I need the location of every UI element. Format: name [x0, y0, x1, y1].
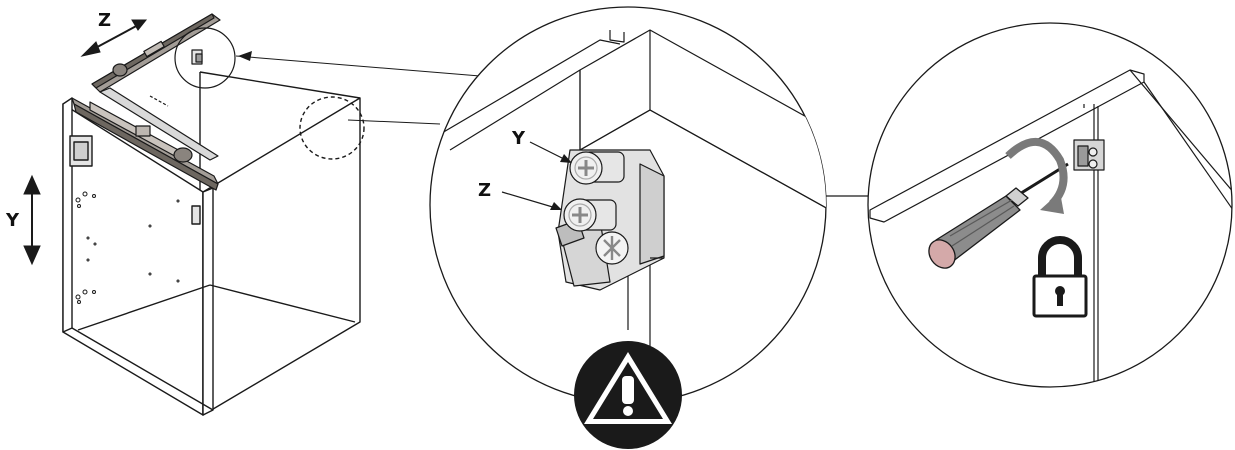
screw-y-leader [529, 141, 567, 161]
screw-z-arrowhead [550, 202, 562, 210]
zoom-arrow-head [238, 51, 252, 61]
right-bracket [191, 205, 201, 225]
rail-dash-1 [149, 95, 169, 107]
cabinet-bottom [71, 327, 214, 411]
panel-holes [75, 191, 180, 304]
zoom-leader-top [235, 55, 481, 77]
side-bracket-inner [73, 141, 89, 161]
cabinet-back-top [199, 71, 361, 99]
lock-bracket [1073, 104, 1105, 171]
detail-circle-lock [867, 22, 1233, 388]
screw-y [569, 151, 625, 185]
detail-circle-screws [429, 6, 827, 404]
z-direction-arrow [80, 19, 148, 57]
cabinet-inner-floor [77, 284, 211, 331]
lock-icon [1032, 236, 1088, 318]
cabinet-inner-floor-2 [209, 284, 356, 323]
side-rail [99, 87, 219, 161]
screw-z [563, 198, 617, 232]
detail-zoom-marker [299, 96, 365, 160]
screw-y-arrowhead [560, 154, 572, 163]
cabinet-right-panel [202, 97, 361, 416]
screwdriver-icon [928, 162, 1069, 269]
front-rail-knob [173, 147, 193, 163]
cabinet-left-panel-edge [62, 97, 73, 333]
front-rail-lower [73, 103, 219, 191]
screw-z-leader [501, 191, 557, 209]
bracket-post-2 [195, 53, 203, 63]
cabinet-right-panel-edge [202, 187, 214, 416]
zoom-leader-bottom [347, 119, 441, 125]
screw-base [595, 231, 629, 265]
bracket-zoom-marker [174, 27, 236, 89]
warning-icon [574, 341, 682, 449]
rotate-arrow-icon [1005, 137, 1068, 214]
y-axis-label: Y [5, 210, 20, 231]
screw-z-label: Z [478, 180, 491, 201]
y-direction-arrow [23, 174, 41, 266]
back-rail-knob [112, 63, 128, 77]
z-axis-label: Z [98, 10, 111, 31]
back-rail-slot [143, 40, 165, 58]
front-rail-tab [135, 125, 151, 137]
screw-y-label: Y [511, 128, 526, 149]
